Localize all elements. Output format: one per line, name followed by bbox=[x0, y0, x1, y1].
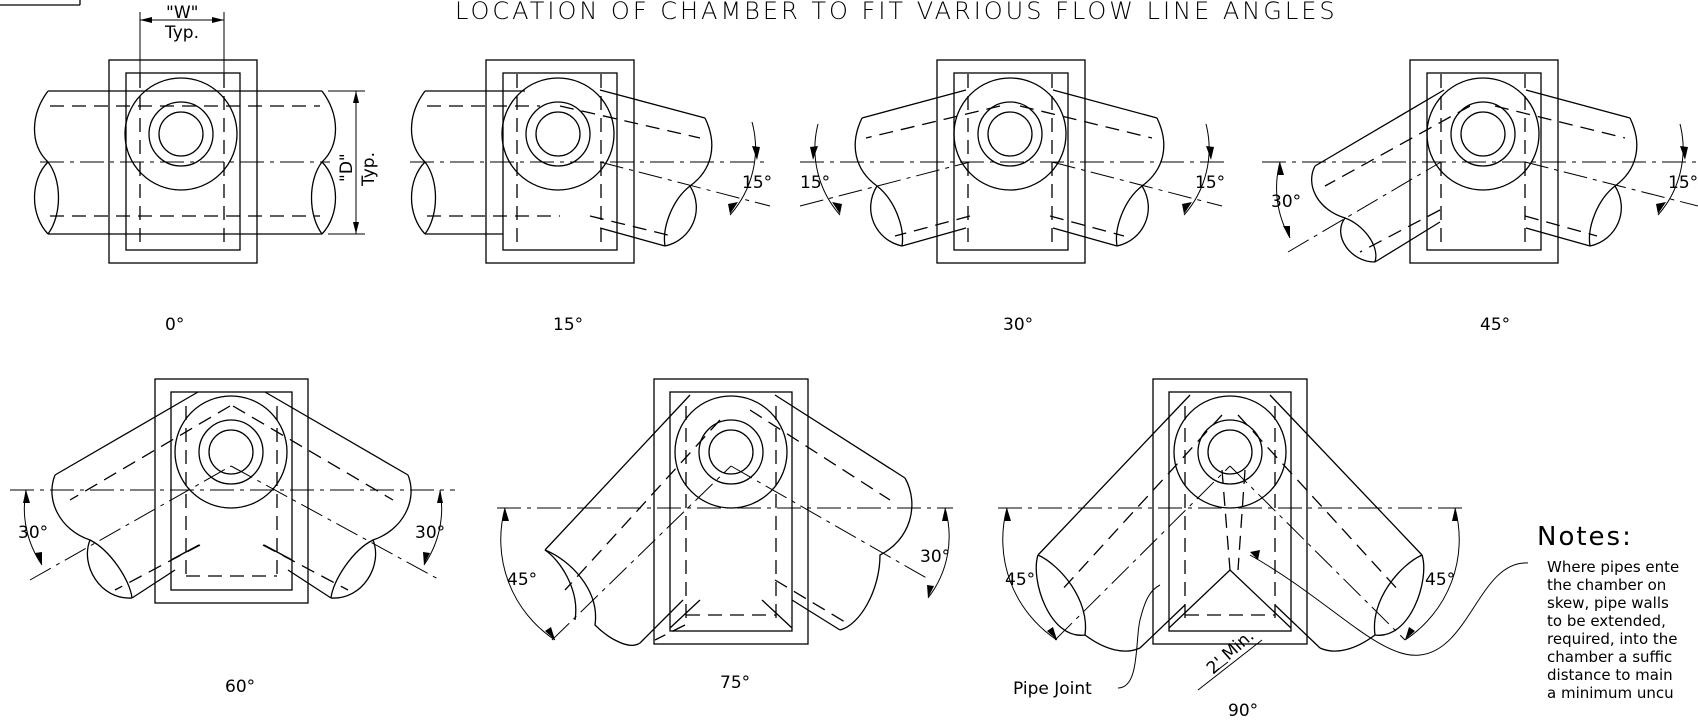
angle-label-left: 15° bbox=[800, 173, 830, 193]
notes-line: chamber a suffic bbox=[1547, 648, 1672, 666]
detail-caption: 15° bbox=[553, 315, 583, 335]
angle-label-left: 30° bbox=[18, 523, 48, 543]
width-dimension: "W" Typ. bbox=[139, 3, 225, 80]
angle-label-right: 15° bbox=[1668, 173, 1698, 193]
angle-label-right: 30° bbox=[415, 523, 445, 543]
notes-line: a minimum uncu bbox=[1547, 684, 1674, 702]
manhole-opening bbox=[158, 111, 204, 157]
depth-dimension: "D" Typ. bbox=[328, 90, 379, 235]
detail-caption: 75° bbox=[720, 673, 750, 693]
notes-line: skew, pipe walls bbox=[1547, 594, 1669, 612]
angle-label-right: 15° bbox=[1195, 173, 1225, 193]
sheet-frame bbox=[0, 0, 81, 6]
notes-block: Notes: Where pipes ente the chamber on s… bbox=[1537, 522, 1679, 702]
notes-leader bbox=[1249, 554, 1529, 656]
detail-caption: 0° bbox=[165, 315, 184, 335]
detail-caption: 90° bbox=[1228, 701, 1258, 720]
pipe-joint-label: Pipe Joint bbox=[1013, 679, 1092, 699]
notes-line: the chamber on bbox=[1547, 576, 1666, 594]
min-dimension: 2' Min. bbox=[1197, 626, 1263, 691]
detail-45-deg: 30° 15° 45° bbox=[1262, 59, 1698, 335]
detail-30-deg: 15° 15° 30° bbox=[799, 59, 1225, 335]
depth-typ-label: Typ. bbox=[359, 152, 379, 187]
angle-label-left: 45° bbox=[1005, 570, 1035, 590]
min-label: 2' Min. bbox=[1203, 626, 1258, 679]
drawing-title: LOCATION OF CHAMBER TO FIT VARIOUS FLOW … bbox=[455, 0, 1338, 25]
manhole-outer bbox=[124, 77, 238, 191]
width-label: "W" bbox=[166, 3, 198, 23]
angle-label-left: 45° bbox=[507, 570, 537, 590]
detail-0-deg: "W" Typ. "D" Typ. 0° bbox=[33, 3, 379, 335]
angle-label-right: 45° bbox=[1425, 570, 1455, 590]
detail-75-deg: 45° 30° 75° bbox=[497, 378, 953, 693]
width-typ-label: Typ. bbox=[164, 23, 199, 43]
notes-line: to be extended, bbox=[1547, 612, 1666, 630]
notes-line: Where pipes ente bbox=[1547, 558, 1679, 576]
notes-heading: Notes: bbox=[1537, 522, 1633, 552]
detail-caption: 45° bbox=[1480, 315, 1510, 335]
angle-label-right: 30° bbox=[920, 547, 950, 567]
detail-caption: 60° bbox=[225, 677, 255, 697]
detail-caption: 30° bbox=[1003, 315, 1033, 335]
pipe-joint-callout: Pipe Joint bbox=[1013, 584, 1161, 699]
angle-label-left: 30° bbox=[1271, 192, 1301, 212]
detail-60-deg: 30° 30° 60° bbox=[10, 378, 455, 697]
detail-15-deg: 15° 15° bbox=[410, 59, 772, 335]
detail-90-deg: 45° 45° 2' Min. Pipe Joint 90° bbox=[998, 378, 1529, 720]
manhole-frame bbox=[148, 101, 214, 167]
depth-label: "D" bbox=[337, 153, 357, 182]
notes-line: required, into the bbox=[1547, 630, 1678, 648]
angle-label: 15° bbox=[742, 173, 772, 193]
notes-line: distance to main bbox=[1547, 666, 1673, 684]
